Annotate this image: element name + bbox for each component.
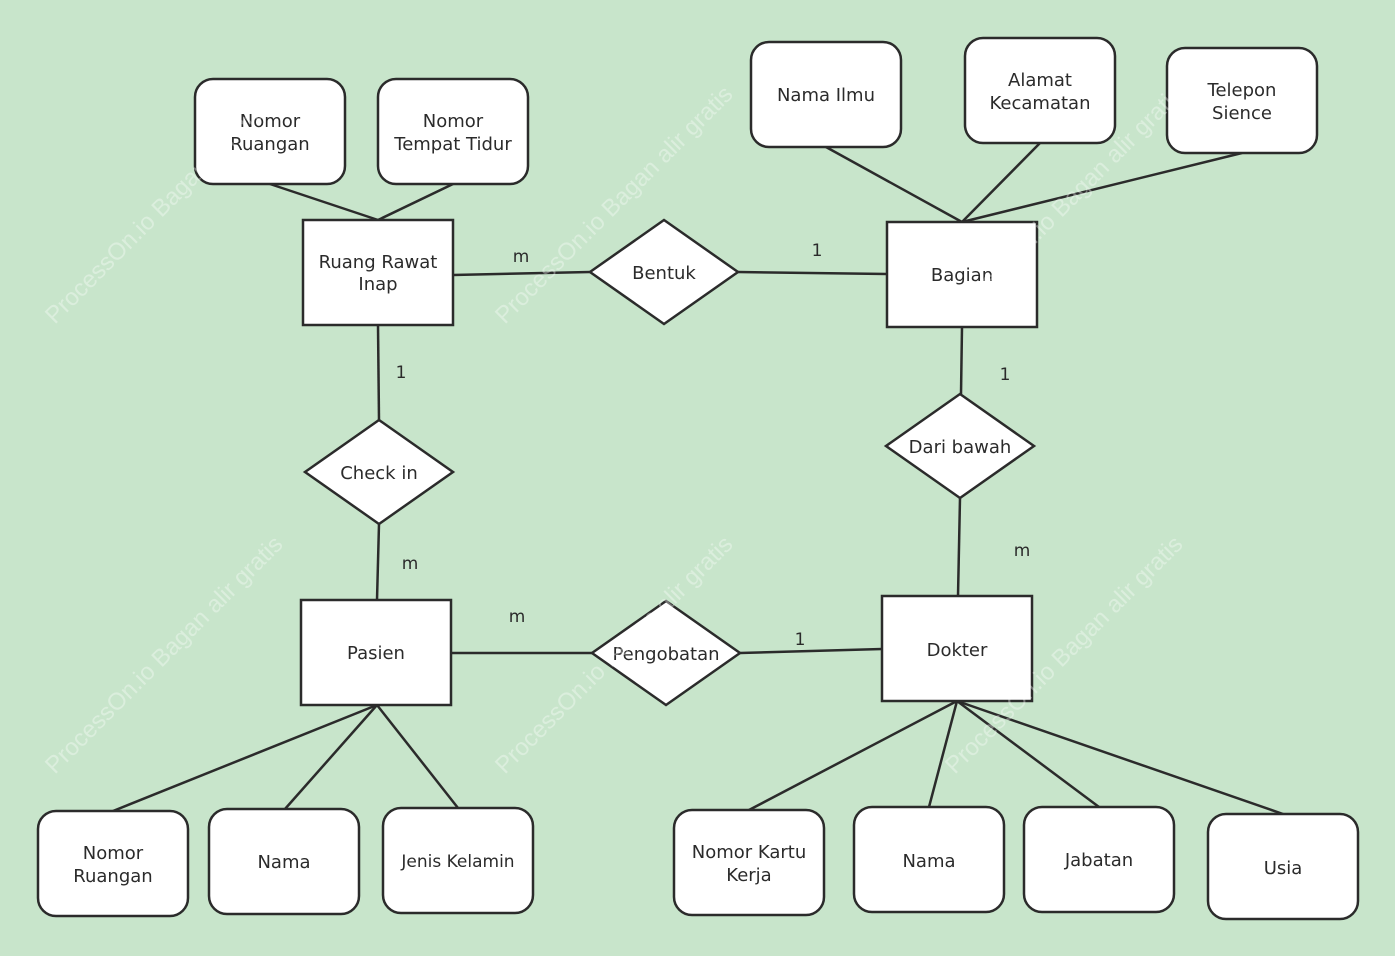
edge-rri-checkin xyxy=(376,324,381,421)
entity-label: Pasien xyxy=(347,643,405,664)
cardinality-rri-checkin: 1 xyxy=(396,363,407,383)
attribute-nama-ilmu[interactable]: Nama Ilmu xyxy=(749,40,903,149)
edge-bagian-telepon-sience xyxy=(961,151,1243,224)
edge-bentuk-bagian xyxy=(737,270,888,276)
edge-dokter-usia xyxy=(956,699,1284,816)
cardinality-bagian-daribawah: 1 xyxy=(1000,365,1011,385)
attribute-label: Jenis Kelamin xyxy=(400,852,514,872)
attribute-nama-pasien[interactable]: Nama xyxy=(207,807,361,916)
attribute-label: Usia xyxy=(1264,858,1303,879)
attribute-nama-dokter[interactable]: Nama xyxy=(852,805,1006,914)
cardinality-daribawah-dokter: m xyxy=(1014,541,1031,561)
relationship-label: Pengobatan xyxy=(612,644,719,665)
relationship-label: Dari bawah xyxy=(909,437,1012,458)
attribute-label: Nama xyxy=(257,852,310,873)
attribute-jabatan[interactable]: Jabatan xyxy=(1022,805,1176,914)
edge-pasien-nomor-ruangan xyxy=(112,703,378,813)
edge-dokter-jabatan xyxy=(956,699,1100,809)
attribute-label: Jabatan xyxy=(1064,850,1133,871)
edge-pasien-jenis-kelamin xyxy=(376,704,459,809)
edge-dokter-nomor-kartu-kerja xyxy=(748,699,958,812)
attribute-label: Nama xyxy=(902,851,955,872)
relationship-pengobatan[interactable]: Pengobatan xyxy=(589,599,743,707)
entity-label: Dokter xyxy=(927,640,988,661)
edge-bagian-alamat-kecamatan xyxy=(961,142,1041,223)
relationship-label: Bentuk xyxy=(632,263,696,284)
cardinality-checkin-pasien: m xyxy=(402,554,419,574)
entity-label: Bagian xyxy=(931,265,993,286)
edge-rri-bentuk xyxy=(452,270,591,277)
edge-pasien-nama xyxy=(284,704,378,810)
relationship-dari-bawah[interactable]: Dari bawah xyxy=(883,392,1037,500)
relationship-bentuk[interactable]: Bentuk xyxy=(587,218,741,326)
edge-bagian-daribawah xyxy=(959,326,964,395)
relationship-check-in[interactable]: Check in xyxy=(302,418,456,526)
edge-rri-nomor-tempat-tidur xyxy=(377,182,454,222)
edge-dokter-nama xyxy=(927,700,959,808)
attribute-usia[interactable]: Usia xyxy=(1206,812,1360,921)
cardinality-bentuk-bagian: 1 xyxy=(812,241,823,261)
edge-daribawah-dokter xyxy=(956,497,962,597)
cardinality-pengobatan-dokter: 1 xyxy=(795,630,806,650)
edges xyxy=(112,142,1284,816)
attribute-label: Nama Ilmu xyxy=(777,85,875,106)
edge-checkin-pasien xyxy=(375,523,381,601)
entity-pasien[interactable]: Pasien xyxy=(299,598,453,707)
edge-pengobatan-dokter xyxy=(739,647,883,655)
edge-bagian-nama-ilmu xyxy=(825,145,963,224)
cardinality-rri-bentuk: m xyxy=(513,247,530,267)
relationship-label: Check in xyxy=(340,463,418,484)
edge-rri-nomor-ruangan xyxy=(269,182,379,222)
entity-dokter[interactable]: Dokter xyxy=(880,594,1034,703)
entity-bagian[interactable]: Bagian xyxy=(885,220,1039,329)
cardinality-pasien-pengobatan: m xyxy=(509,607,526,627)
attribute-jenis-kelamin[interactable]: Jenis Kelamin xyxy=(381,806,535,915)
